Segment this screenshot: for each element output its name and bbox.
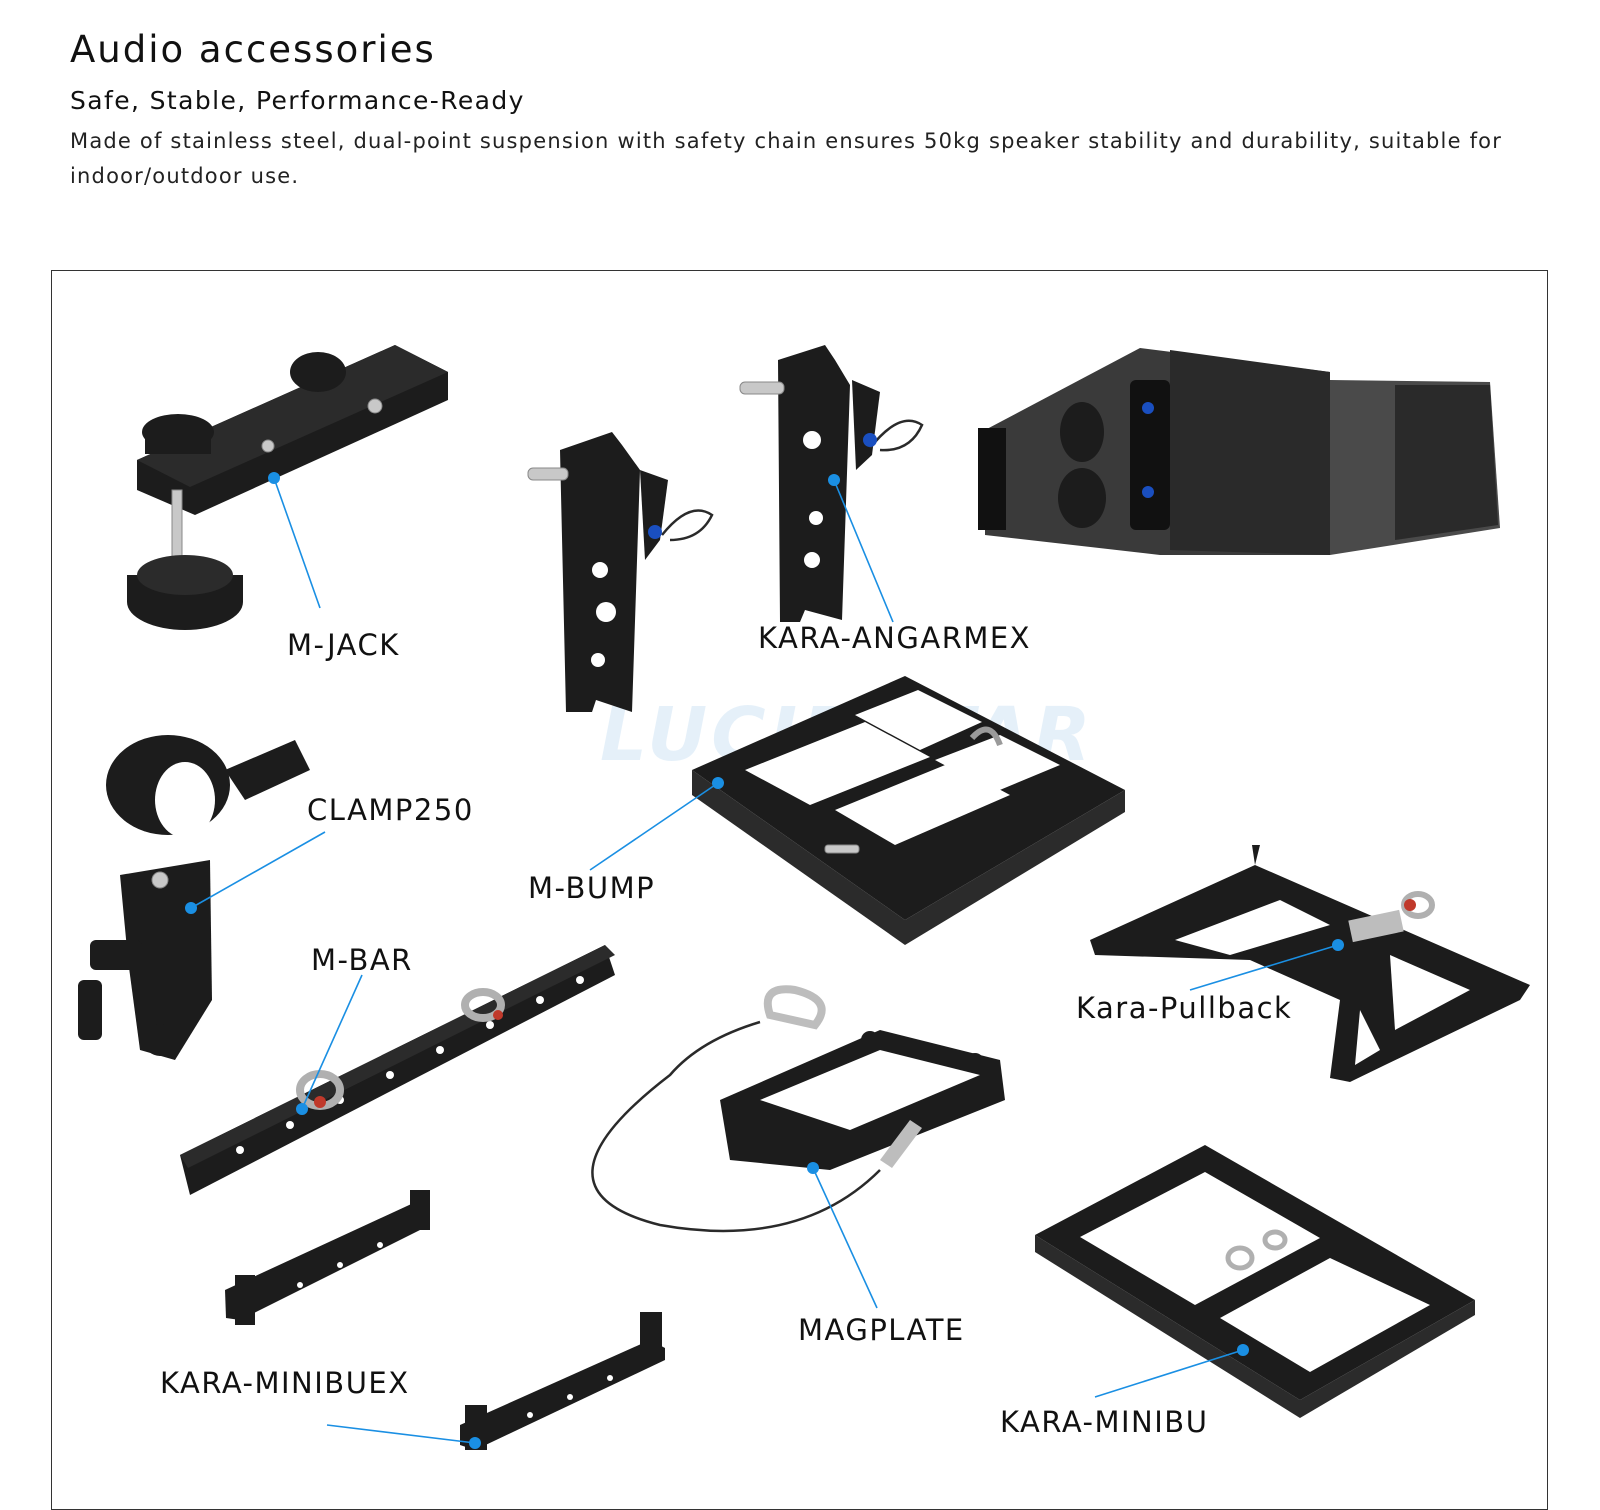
kara-minibu-image <box>1035 1145 1475 1418</box>
kara-minibuex-image <box>225 1190 665 1450</box>
page-description: Made of stainless steel, dual-point susp… <box>70 129 1503 188</box>
clamp250-image <box>78 735 310 1060</box>
line-array-speaker-image <box>978 348 1500 555</box>
m-bump-image <box>692 676 1125 945</box>
magplate-label: MAGPLATE <box>798 1313 965 1347</box>
clamp250-label: CLAMP250 <box>307 793 474 827</box>
kara-pullback-image <box>1090 845 1530 1082</box>
kara-pullback-label: Kara-Pullback <box>1076 991 1292 1025</box>
m-jack-image <box>127 345 448 630</box>
magplate-image <box>591 985 1005 1233</box>
kara-angarmex-image <box>527 345 924 712</box>
kara-angarmex-label: KARA-ANGARMEX <box>758 621 1031 655</box>
page-title: Audio accessories <box>70 28 436 71</box>
m-bump-label: M-BUMP <box>528 871 655 905</box>
kara-minibuex-label: KARA-MINIBUEX <box>160 1366 410 1400</box>
m-bar-label: M-BAR <box>311 943 413 977</box>
page-subtitle: Safe, Stable, Performance-Ready <box>70 86 525 115</box>
m-bar-image <box>180 945 615 1195</box>
kara-minibu-label: KARA-MINIBU <box>1000 1405 1208 1439</box>
m-jack-label: M-JACK <box>287 628 400 662</box>
